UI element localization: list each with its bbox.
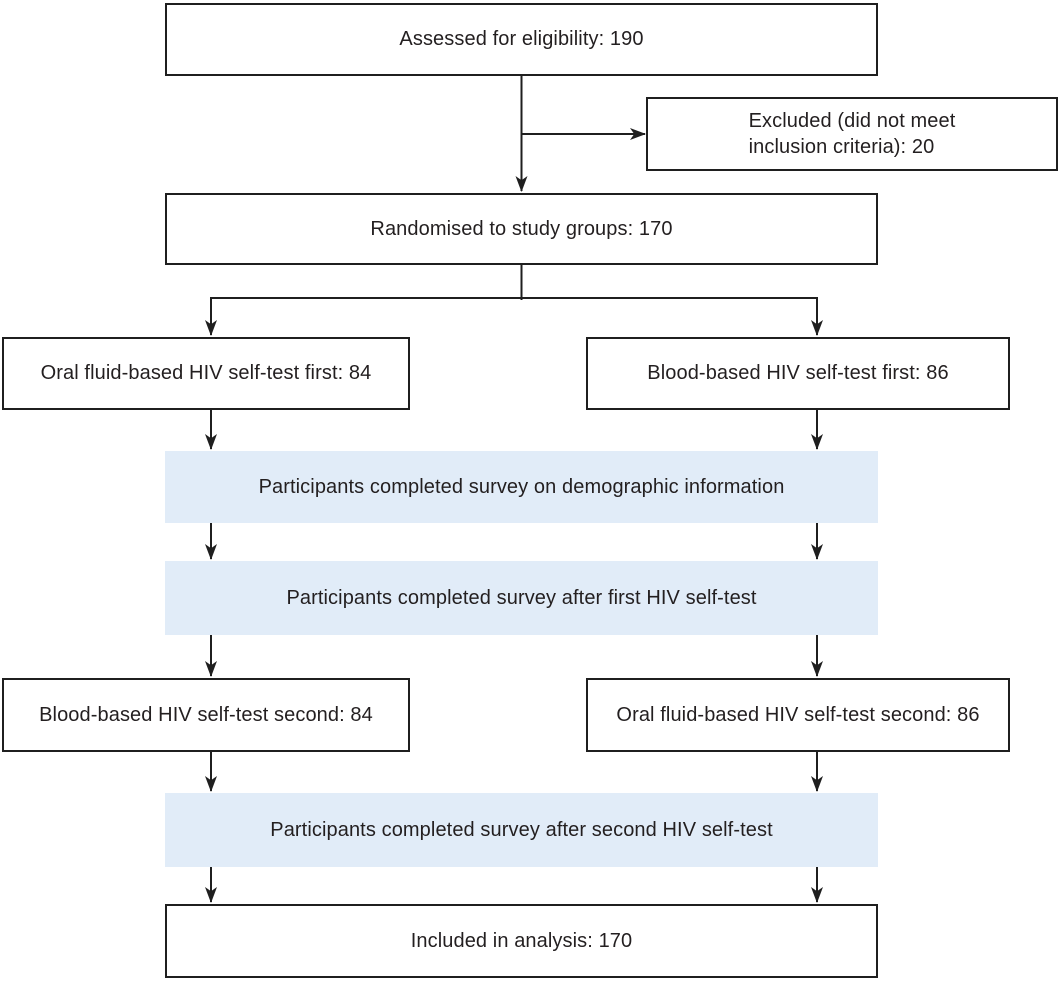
node-included-in-analysis-label: Included in analysis: 170	[410, 929, 633, 952]
node-blood-second-label: Blood-based HIV self-test second: 84	[39, 703, 373, 726]
node-blood-second: Blood-based HIV self-test second: 84	[2, 678, 410, 752]
node-survey-after-first-test: Participants completed survey after firs…	[165, 561, 878, 635]
node-blood-first: Blood-based HIV self-test first: 86	[586, 337, 1010, 410]
node-oral-second-label: Oral fluid-based HIV self-test second: 8…	[616, 703, 980, 726]
node-survey-demographic-label: Participants completed survey on demogra…	[258, 475, 785, 498]
node-survey-after-second-test: Participants completed survey after seco…	[165, 793, 878, 867]
node-blood-first-label: Blood-based HIV self-test first: 86	[647, 362, 949, 385]
node-survey-after-first-test-label: Participants completed survey after firs…	[286, 586, 757, 609]
node-survey-after-second-test-label: Participants completed survey after seco…	[270, 818, 773, 841]
node-excluded: Excluded (did not meet inclusion criteri…	[646, 97, 1058, 171]
node-oral-first-label: Oral fluid-based HIV self-test first: 84	[40, 362, 372, 385]
node-oral-second: Oral fluid-based HIV self-test second: 8…	[586, 678, 1010, 752]
node-randomised-label: Randomised to study groups: 170	[370, 217, 673, 240]
node-excluded-label: Excluded (did not meet inclusion criteri…	[748, 109, 956, 158]
node-included-in-analysis: Included in analysis: 170	[165, 904, 878, 978]
node-oral-first: Oral fluid-based HIV self-test first: 84	[2, 337, 410, 410]
node-assessed-label: Assessed for eligibility: 190	[399, 28, 644, 51]
node-randomised: Randomised to study groups: 170	[165, 193, 878, 265]
node-assessed-for-eligibility: Assessed for eligibility: 190	[165, 3, 878, 76]
node-survey-demographic: Participants completed survey on demogra…	[165, 451, 878, 523]
